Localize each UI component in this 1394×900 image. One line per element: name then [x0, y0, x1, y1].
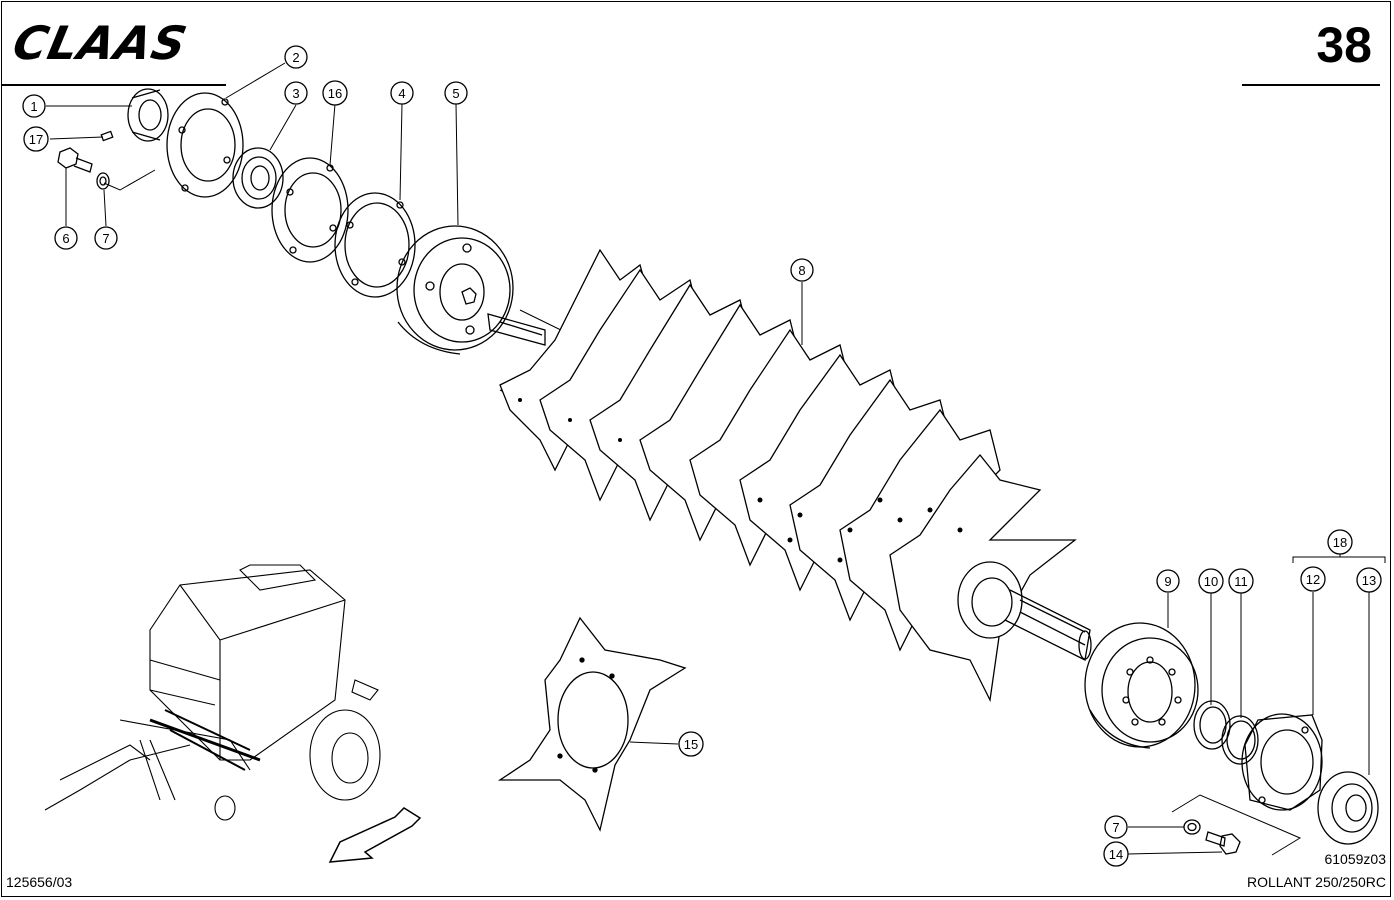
part-16-flange-plate [271, 157, 349, 263]
part-10-seal-ring [1193, 700, 1231, 750]
part-17-grub-screw [100, 130, 114, 142]
callout-15: 15 [678, 731, 704, 757]
baler-machine-thumbnail [44, 564, 381, 821]
svg-text:5: 5 [452, 86, 459, 101]
header-rule-right [1242, 84, 1380, 86]
svg-text:18: 18 [1333, 535, 1347, 550]
callout-2: 2 [284, 45, 308, 69]
page-number: 38 [1316, 17, 1372, 73]
leader-lines [46, 62, 1386, 855]
svg-text:9: 9 [1164, 574, 1171, 589]
part-12-bearing-flange [1241, 713, 1323, 811]
part-15-star-blade [497, 616, 687, 832]
svg-text:6: 6 [62, 231, 69, 246]
figure-code: 61059z03 [1324, 851, 1386, 867]
part-9-housing-drum [1084, 622, 1199, 749]
part-5-housing-drum [396, 225, 514, 355]
header-rule-left [1, 84, 226, 86]
callout-12: 12 [1300, 566, 1326, 592]
part-11-seal-ring [1221, 715, 1259, 765]
callout-18: 18 [1327, 529, 1353, 555]
callout-5: 5 [444, 81, 468, 105]
svg-text:2: 2 [292, 50, 299, 65]
callout-9: 9 [1156, 569, 1180, 593]
svg-text:14: 14 [1109, 847, 1123, 862]
part-8-cutter-rotor [487, 248, 1092, 703]
svg-text:7: 7 [1112, 820, 1119, 835]
part-7-washer [96, 172, 110, 190]
callout-13: 13 [1356, 567, 1382, 593]
svg-text:12: 12 [1306, 572, 1320, 587]
callout-3: 3 [284, 81, 308, 105]
svg-text:3: 3 [292, 86, 299, 101]
part-7-washer-lower [1183, 819, 1201, 835]
svg-text:1: 1 [30, 99, 37, 114]
svg-text:15: 15 [684, 737, 698, 752]
svg-text:16: 16 [328, 86, 342, 101]
part-6-bolt [57, 147, 93, 173]
svg-text:13: 13 [1362, 573, 1376, 588]
callout-1: 1 [22, 94, 46, 118]
callout-17: 17 [23, 126, 49, 152]
part-1-seal-ring [127, 88, 169, 142]
part-4-gasket-ring [334, 192, 416, 298]
callout-6: 6 [54, 226, 78, 250]
direction-arrow-icon [328, 807, 422, 863]
callout-4: 4 [390, 81, 414, 105]
model-name: ROLLANT 250/250RC [1246, 874, 1386, 890]
callout-16: 16 [322, 80, 348, 106]
svg-text:4: 4 [398, 86, 405, 101]
svg-text:11: 11 [1234, 574, 1248, 589]
bolt-group-bracket [1171, 794, 1302, 856]
part-13-bearing-insert [1317, 771, 1379, 845]
callout-8: 8 [790, 258, 814, 282]
callout-10: 10 [1198, 568, 1224, 594]
callout-7-upper: 7 [94, 226, 118, 250]
part-14-bolt [1205, 831, 1241, 855]
callout-14: 14 [1103, 841, 1129, 867]
callout-11: 11 [1228, 568, 1254, 594]
svg-text:17: 17 [29, 132, 43, 147]
svg-text:7: 7 [102, 231, 109, 246]
document-number: 125656/03 [6, 874, 73, 890]
part-2-flange-plate [166, 92, 244, 198]
svg-text:8: 8 [798, 263, 805, 278]
svg-text:10: 10 [1204, 574, 1218, 589]
callout-7-lower: 7 [1104, 815, 1128, 839]
part-3-bearing [232, 147, 284, 209]
